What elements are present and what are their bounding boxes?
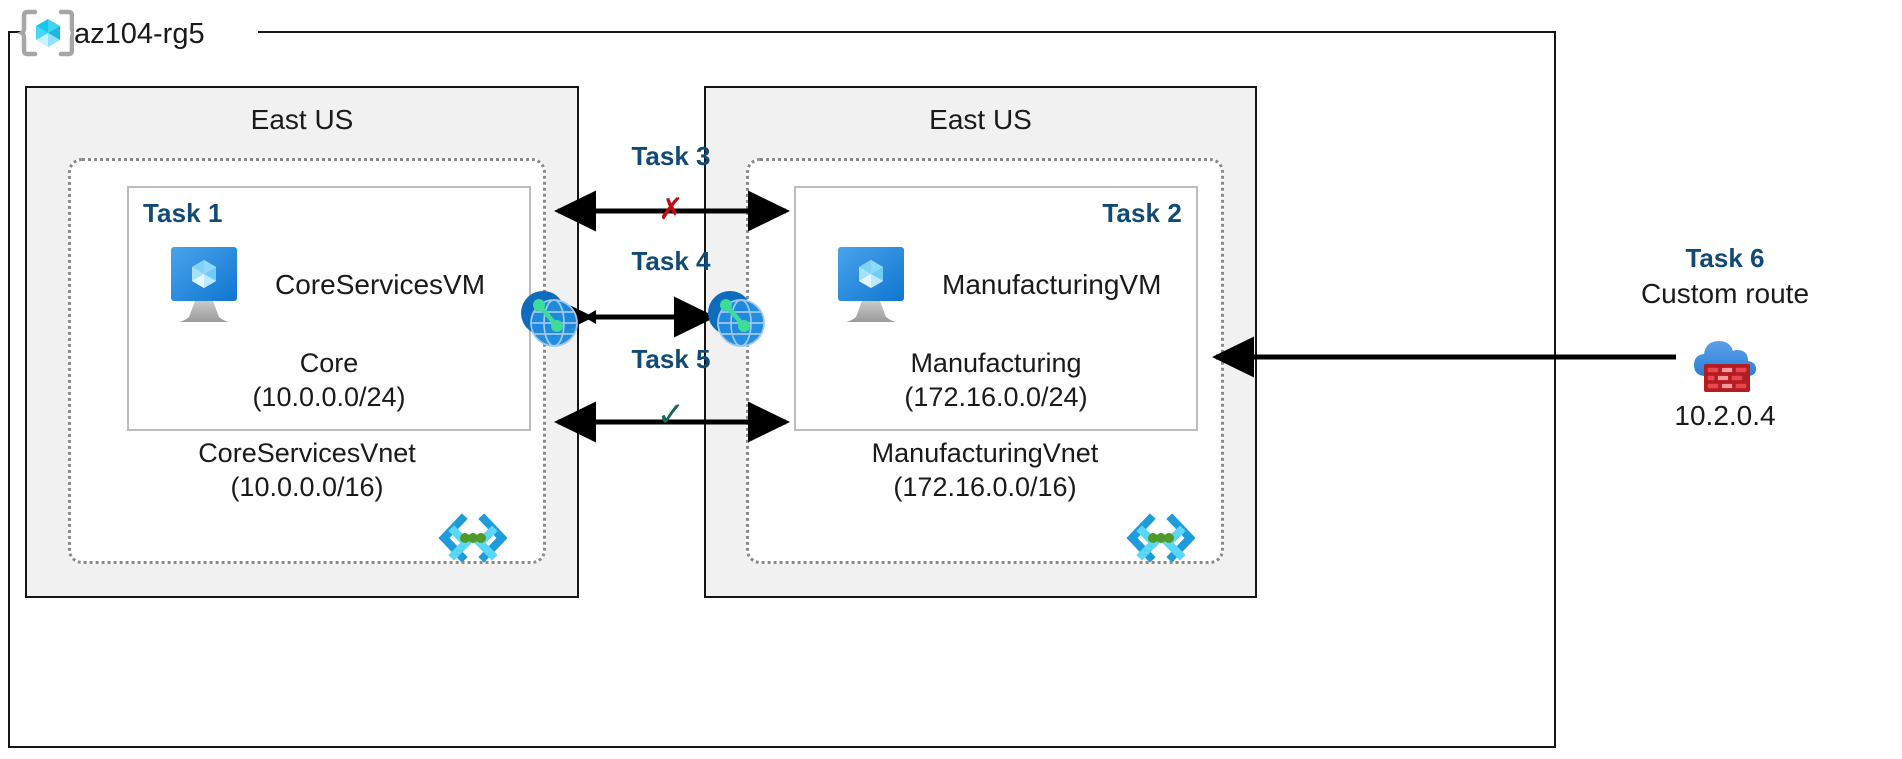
connector-label-task5: Task 5: [631, 344, 711, 374]
vnet-label-manufacturing: ManufacturingVnet (172.16.0.0/16): [749, 436, 1221, 505]
subnet-name-manufacturing: Manufacturing: [910, 347, 1082, 378]
region-panel-left: East US Task 1: [25, 86, 579, 598]
vnet-manufacturing: Task 2: [746, 158, 1224, 564]
vnet-name-coreservices: CoreServicesVnet: [198, 437, 416, 468]
connector-label-task3: Task 3: [631, 141, 711, 171]
subnet-glyph-icon: [438, 513, 508, 567]
status-marker-x: ✗: [658, 193, 684, 226]
azure-resource-group-icon: [16, 9, 80, 57]
vnet-label-coreservices: CoreServicesVnet (10.0.0.0/16): [71, 436, 543, 505]
azure-firewall-icon: [1686, 330, 1766, 402]
subnet-name-core: Core: [299, 347, 359, 378]
task-tag-6: Task 6: [1685, 243, 1765, 273]
subnet-core: Task 1: [127, 186, 531, 431]
vm-name-manufacturing: ManufacturingVM: [942, 269, 1162, 300]
region-title-right: East US: [929, 104, 1032, 135]
vm-row-manufacturing: ManufacturingVM: [796, 242, 1196, 328]
azure-vm-icon: [165, 245, 249, 325]
connector-label-task4: Task 4: [631, 246, 711, 276]
vnet-peering-icon: [702, 283, 770, 351]
subnet-glyph-icon: [1126, 513, 1196, 567]
subnet-label-core: Core (10.0.0.0/24): [129, 346, 529, 415]
subnet-manufacturing: Task 2: [794, 186, 1198, 431]
vnet-coreservices: Task 1: [68, 158, 546, 564]
vnet-cidr-manufacturing: (172.16.0.0/16): [893, 472, 1077, 503]
resource-group-name: az104-rg5: [74, 14, 215, 54]
vnet-peering-icon: [515, 283, 583, 351]
firewall-ip-address: 10.2.0.4: [1674, 400, 1776, 431]
status-marker-check: ✓: [656, 396, 686, 434]
resource-group-frame: [8, 31, 1556, 748]
connector-lane-task5: Task 5 ✓: [556, 344, 786, 448]
subnet-cidr-manufacturing: (172.16.0.0/24): [904, 382, 1088, 413]
region-panel-right: East US Task 2: [704, 86, 1257, 598]
vnet-name-manufacturing: ManufacturingVnet: [871, 437, 1099, 468]
subnet-cidr-core: (10.0.0.0/24): [252, 382, 406, 413]
subnet-label-manufacturing: Manufacturing (172.16.0.0/24): [796, 346, 1196, 415]
task-tag-2: Task 2: [1102, 198, 1182, 228]
vm-row-coreservices: CoreServicesVM: [129, 242, 529, 328]
vnet-cidr-coreservices: (10.0.0.0/16): [230, 472, 384, 503]
custom-route-block: Task 6 Custom route: [1600, 243, 1850, 313]
vm-name-coreservices: CoreServicesVM: [275, 269, 486, 300]
connector-lane-task4: Task 4: [556, 246, 786, 350]
task-tag-1: Task 1: [143, 198, 223, 228]
region-title-left: East US: [250, 104, 354, 135]
custom-route-label: Custom route: [1640, 278, 1810, 310]
connector-lane-task3: Task 3 ✗: [556, 141, 786, 245]
azure-vm-icon: [832, 245, 916, 325]
